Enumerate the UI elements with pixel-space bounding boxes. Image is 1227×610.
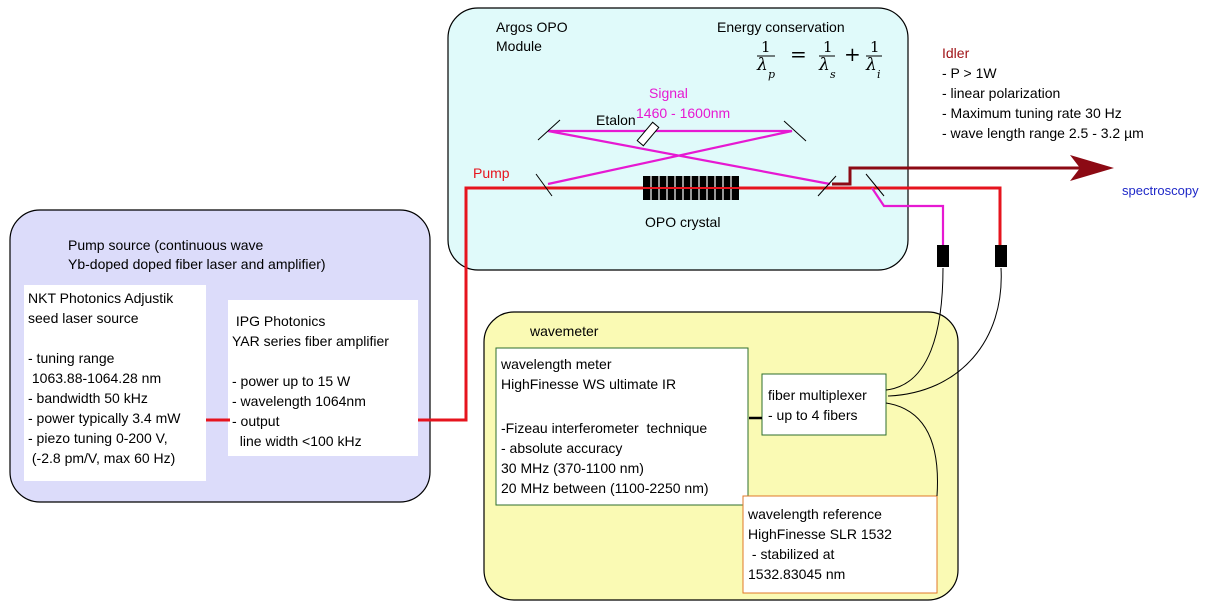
signal-out-beam (871, 187, 945, 246)
reference-line: 1532.83045 nm (748, 566, 846, 582)
mirror-bottom-left (535, 173, 553, 197)
seed-line: NKT Photonics Adjustik (28, 290, 174, 306)
spectroscopy-label: spectroscopy (1122, 183, 1199, 198)
meter-line: HighFinesse WS ultimate IR (501, 376, 677, 392)
amp-line: - power up to 15 W (232, 373, 351, 389)
amp-line: IPG Photonics (232, 313, 326, 329)
pump-source-title-line1: Pump source (continuous wave (68, 237, 264, 253)
etalon-label: Etalon (596, 112, 636, 128)
opo-crystal (643, 176, 739, 200)
seed-laser-box (24, 285, 206, 481)
signal-fiber-connector (937, 245, 949, 267)
signal-range-label: 1460 - 1600nm (636, 105, 731, 121)
opo-crystal-label: OPO crystal (645, 214, 721, 230)
opo-module-box (447, 7, 909, 271)
signal-beam (547, 129, 831, 186)
idler-line: - wave length range 2.5 - 3.2 µm (942, 125, 1144, 141)
mirror-top-left (537, 119, 561, 141)
opo-module-title-line2: Module (496, 38, 542, 54)
pump-beam (206, 186, 1002, 422)
amp-line: - wavelength 1064nm (232, 393, 366, 409)
reference-line: - stabilized at (748, 546, 835, 562)
idler-title: Idler (942, 45, 970, 61)
reference-fiber (885, 402, 938, 497)
seed-line: - bandwidth 50 kHz (28, 390, 148, 406)
idler-beam (832, 166, 1086, 186)
amplifier-box (228, 300, 418, 456)
reference-box (742, 495, 938, 594)
reference-line: HighFinesse SLR 1532 (748, 526, 892, 542)
pump-label: Pump (473, 165, 510, 181)
beam-splitter (865, 173, 885, 197)
multiplexer-line: - up to 4 fibers (768, 407, 858, 423)
opo-module-title-line1: Argos OPO (496, 19, 568, 35)
meter-line: - absolute accuracy (501, 440, 623, 456)
idler-line: - P > 1W (942, 65, 997, 81)
idler-fiber-connector (995, 245, 1007, 267)
meter-line: 20 MHz between (1100-2250 nm) (501, 480, 709, 496)
seed-line: (-2.8 pm/V, max 60 Hz) (28, 450, 176, 466)
signal-label: Signal (649, 85, 688, 101)
idler-arrowhead (1070, 155, 1114, 181)
amp-line: YAR series fiber amplifier (232, 333, 389, 349)
pump-source-title-line2: Yb-doped doped fiber laser and amplifier… (68, 256, 326, 272)
idler-fiber (887, 267, 1002, 397)
signal-fiber (885, 267, 944, 391)
energy-conservation-title: Energy conservation (717, 19, 845, 35)
seed-line: - tuning range (28, 350, 115, 366)
seed-line: 1063.88-1064.28 nm (28, 370, 162, 386)
seed-line: - power typically 3.4 mW (28, 410, 181, 426)
amp-line: line width <100 kHz (232, 433, 362, 449)
seed-line: seed laser source (28, 310, 139, 326)
idler-line: - Maximum tuning rate 30 Hz (942, 105, 1122, 121)
idler-line: - linear polarization (942, 85, 1061, 101)
mirror-top-right (783, 120, 807, 142)
meter-line: -Fizeau interferometer technique (501, 420, 708, 436)
wavemeter-title: wavemeter (530, 323, 599, 339)
seed-line: - piezo tuning 0-200 V, (28, 430, 168, 446)
wavelength-meter-box (495, 347, 749, 506)
amp-line: - output (232, 413, 280, 429)
mirror-bottom-right (817, 175, 837, 197)
meter-line: wavelength meter (501, 356, 612, 372)
multiplexer-line: fiber multiplexer (768, 387, 867, 403)
meter-line: 30 MHz (370-1100 nm) (501, 460, 644, 476)
etalon (636, 121, 660, 147)
multiplexer-box (761, 373, 887, 436)
reference-line: wavelength reference (748, 506, 882, 522)
